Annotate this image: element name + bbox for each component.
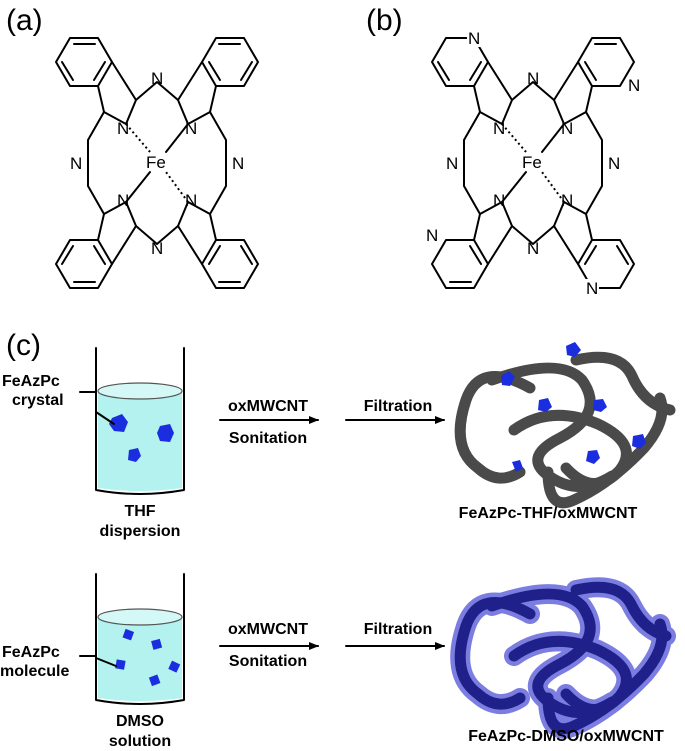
beaker-caption: solution bbox=[109, 733, 171, 750]
crystal bbox=[632, 434, 646, 449]
step-method-label: Sonitation bbox=[229, 653, 307, 670]
beaker-caption: DMSO bbox=[116, 713, 164, 730]
product-label: FeAzPc-THF/oxMWCNT bbox=[459, 505, 638, 522]
particle-label: molecule bbox=[0, 663, 69, 680]
product-label: FeAzPc-DMSO/oxMWCNT bbox=[468, 728, 664, 745]
crystal bbox=[586, 450, 600, 464]
crystal bbox=[501, 371, 515, 386]
molecule bbox=[148, 674, 161, 687]
step-method-label: Sonitation bbox=[229, 430, 307, 447]
beaker-dmso bbox=[95, 573, 185, 705]
nanotube-composite-thf bbox=[454, 351, 676, 509]
panel-c-label: (c) bbox=[6, 329, 41, 362]
molecule bbox=[151, 638, 163, 650]
panel-b: (b) bbox=[366, 4, 641, 298]
n-atom: N bbox=[151, 239, 163, 258]
n-atom: N bbox=[70, 154, 82, 173]
fe-atom: Fe bbox=[146, 153, 166, 172]
beaker-caption: THF bbox=[124, 503, 155, 520]
panel-a: (a) bbox=[6, 4, 259, 289]
molecules-dmso bbox=[115, 628, 181, 687]
crystal bbox=[512, 460, 523, 472]
n-atom: N bbox=[493, 119, 505, 138]
n-atom: N bbox=[527, 69, 539, 88]
n-atom: N bbox=[185, 119, 197, 138]
n-atom: N bbox=[185, 191, 197, 210]
molecule bbox=[122, 628, 135, 641]
fe-phthalocyanine-structure: N N N N N N N N Fe bbox=[55, 37, 259, 289]
n-atom: N bbox=[232, 154, 244, 173]
nanotube-composite-dmso bbox=[450, 577, 676, 739]
process-thf: FeAzPc crystal THF dispersion oxMWCNT So… bbox=[2, 342, 676, 540]
beaker-thf bbox=[95, 347, 185, 495]
n-atom: N bbox=[117, 191, 129, 210]
beaker-caption: dispersion bbox=[100, 523, 181, 540]
n-atom: N bbox=[493, 191, 505, 210]
crystal bbox=[157, 424, 174, 442]
pyridine-n-atom: N bbox=[628, 76, 640, 95]
pyridine-n-atom: N bbox=[468, 29, 480, 48]
n-atom: N bbox=[608, 154, 620, 173]
pyridine-n-atom: N bbox=[426, 226, 438, 245]
pyridine-n-atom: N bbox=[586, 279, 598, 298]
n-atom: N bbox=[561, 191, 573, 210]
crystal bbox=[128, 448, 141, 462]
particle-label: crystal bbox=[12, 392, 64, 409]
n-atom: N bbox=[151, 69, 163, 88]
crystal bbox=[538, 398, 552, 412]
n-atom: N bbox=[561, 119, 573, 138]
n-atom: N bbox=[527, 239, 539, 258]
panel-a-label: (a) bbox=[6, 4, 43, 37]
n-atom: N bbox=[117, 119, 129, 138]
step-filtration-label: Filtration bbox=[364, 621, 432, 638]
label-leader-line bbox=[79, 391, 115, 425]
fe-azaphthalocyanine-structure: N N N N N N N N N N N N Fe bbox=[425, 29, 641, 298]
atom-labels: N N N N N N N N N N N N Fe bbox=[426, 29, 640, 298]
n-atom: N bbox=[446, 154, 458, 173]
step-filtration-label: Filtration bbox=[364, 398, 432, 415]
fe-atom: Fe bbox=[522, 153, 542, 172]
molecule bbox=[168, 660, 181, 673]
crystals-thf bbox=[109, 414, 174, 462]
step-reagent-label: oxMWCNT bbox=[228, 621, 308, 638]
crystal bbox=[109, 414, 128, 432]
process-dmso: FeAzPc molecule DMSO solution oxMWCNT So… bbox=[0, 573, 676, 750]
molecule bbox=[115, 659, 126, 670]
step-reagent-label: oxMWCNT bbox=[228, 398, 308, 415]
panel-b-label: (b) bbox=[366, 4, 403, 37]
particle-label: FeAzPc bbox=[2, 373, 60, 390]
atom-labels: N N N N N N N N Fe bbox=[70, 69, 244, 258]
panel-c: (c) FeAzPc crystal THF dispersion oxMWCN… bbox=[0, 329, 676, 750]
label-leader-line bbox=[79, 655, 117, 667]
particle-label: FeAzPc bbox=[2, 644, 60, 661]
crystal bbox=[593, 399, 607, 412]
crystals-on-nanotubes bbox=[501, 342, 646, 472]
crystal bbox=[566, 342, 581, 357]
